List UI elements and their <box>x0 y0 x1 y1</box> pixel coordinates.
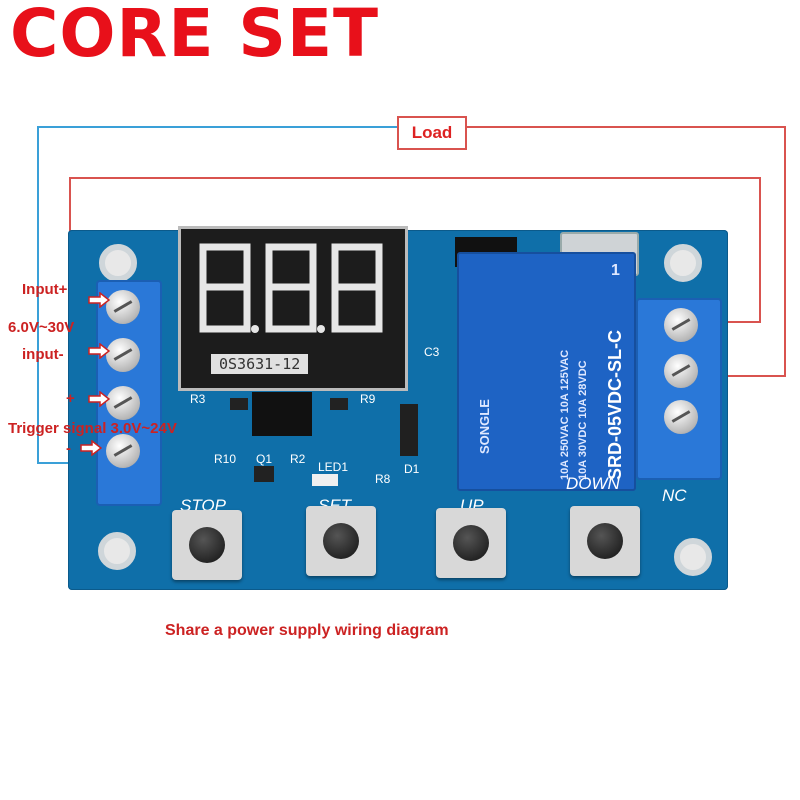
diode-d1 <box>400 404 418 456</box>
smd-part <box>330 398 348 410</box>
smd-part <box>230 398 248 410</box>
trigger-plus-label: + <box>66 390 75 407</box>
silk-r10: R10 <box>214 452 237 466</box>
mount-hole-top-right <box>664 244 702 282</box>
arrow-right-icon <box>88 391 110 407</box>
arrow-right-icon <box>80 440 102 456</box>
silk-c3: C3 <box>424 345 440 359</box>
load-label: Load <box>397 116 467 150</box>
silk-r9: R9 <box>360 392 376 406</box>
input-minus-label: input- <box>22 346 64 363</box>
screw-icon <box>664 308 698 342</box>
screw-icon <box>106 338 140 372</box>
screw-icon <box>106 290 140 324</box>
brand-title: CORE SET <box>10 0 380 72</box>
screw-icon <box>106 386 140 420</box>
display-model-label: 0S3631-12 <box>211 354 309 374</box>
screw-icon <box>106 434 140 468</box>
display-digits-icon <box>199 243 383 333</box>
silk-nc: NC <box>662 486 687 505</box>
transistor-q1 <box>254 466 274 482</box>
diagram-caption: Share a power supply wiring diagram <box>165 622 449 639</box>
input-plus-label: Input+ <box>22 281 68 298</box>
down-button[interactable] <box>570 506 640 576</box>
relay-model: SRD-05VDC-SL-C <box>605 329 625 480</box>
voltage-range-label: 6.0V~30V <box>8 319 75 336</box>
trigger-signal-label: Trigger signal 3.0V~24V <box>8 420 177 437</box>
silk-down: DOWN <box>566 474 620 493</box>
optocoupler-chip <box>252 392 312 436</box>
arrow-right-icon <box>88 292 110 308</box>
relay-pin-label: 1 <box>611 262 620 279</box>
relay-rating-1: 10A 250VAC 10A 125VAC <box>559 349 571 480</box>
set-button[interactable] <box>306 506 376 576</box>
screw-icon <box>664 354 698 388</box>
relay: 1 SONGLE SRD-05VDC-SL-C 10A 250VAC 10A 1… <box>457 252 636 491</box>
silk-r3: R3 <box>190 392 206 406</box>
stop-button[interactable] <box>172 510 242 580</box>
silk-q1: Q1 <box>256 452 273 466</box>
mount-hole-bottom-right <box>674 538 712 576</box>
silk-r8: R8 <box>375 472 391 486</box>
relay-brand: SONGLE <box>477 399 492 454</box>
silk-r2: R2 <box>290 452 306 466</box>
arrow-right-icon <box>88 343 110 359</box>
mount-hole-bottom-left <box>98 532 136 570</box>
led-indicator <box>312 474 338 486</box>
silk-led1: LED1 <box>318 460 349 474</box>
relay-rating-2: 10A 30VDC 10A 28VDC <box>577 360 589 480</box>
mount-hole-top-left <box>99 244 137 282</box>
trigger-minus-label: - <box>66 440 71 457</box>
silk-d1: D1 <box>404 462 420 476</box>
screw-icon <box>664 400 698 434</box>
seven-segment-display: 0S3631-12 <box>178 226 408 391</box>
up-button[interactable] <box>436 508 506 578</box>
